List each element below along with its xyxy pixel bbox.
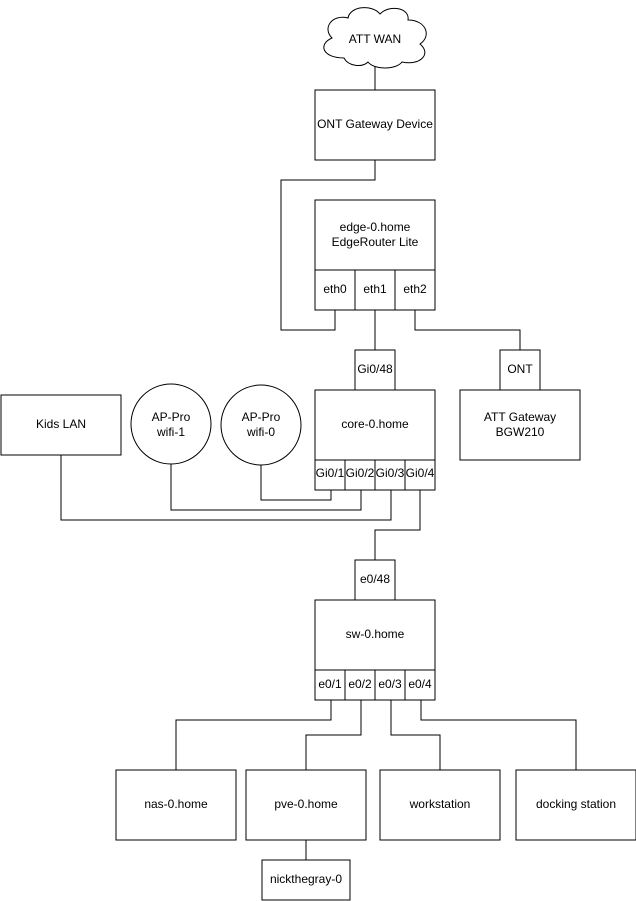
att-gateway-name: ATT Gateway [484,410,556,424]
port-eth2 [394,269,436,311]
nas-host: nas-0.home [115,769,237,841]
link-gi01-wifi0 [260,465,332,501]
port-gi0-3-label: Gi0/3 [376,466,405,480]
edge-router-hostname: edge-0.home [340,220,411,234]
ap-pro-wifi-1: AP-Pro wifi-1 [130,383,212,465]
att-gateway: ONT ATT Gateway BGW210 [459,349,581,461]
att-gateway-model: BGW210 [496,425,545,439]
docking-station-host: docking station [515,769,636,841]
ap-wifi-0-model: AP-Pro [242,410,281,424]
pve-host: pve-0.home [245,769,367,841]
link-gi03-kidslan [60,455,392,521]
cloud-att-wan: ATT WAN [323,7,427,69]
link-e01-nas [175,700,332,770]
port-gi0-2-label: Gi0/2 [346,466,375,480]
core-switch-label: core-0.home [341,417,409,431]
pve-host-label: pve-0.home [274,797,338,811]
port-e0-4 [404,669,436,701]
port-eth0-label: eth0 [323,282,347,296]
port-e0-3-label: e0/3 [378,677,402,691]
port-gi0-1 [314,459,346,491]
port-e0-4-label: e0/4 [408,677,432,691]
nickthegray-vm-label: nickthegray-0 [270,872,342,886]
link-gi04-e048 [374,490,421,560]
ap-wifi-1-model: AP-Pro [152,410,191,424]
port-eth2-label: eth2 [403,282,427,296]
ap-wifi-0-ssid: wifi-0 [246,425,275,439]
connectors [60,66,577,860]
kids-lan-label: Kids LAN [36,417,86,431]
port-gi0-4 [404,459,436,491]
nas-host-label: nas-0.home [144,797,208,811]
port-ont-label: ONT [507,362,533,376]
access-switch: e0/48 sw-0.home e0/1 e0/2 e0/3 e0/4 [314,559,436,701]
link-ont-eth0 [280,160,376,331]
port-gi0-1-label: Gi0/1 [316,466,345,480]
port-gi0-48-label: Gi0/48 [357,362,393,376]
port-eth1 [354,269,396,311]
access-switch-label: sw-0.home [346,627,405,641]
port-e0-1-label: e0/1 [318,677,342,691]
link-e02-pve [305,700,362,770]
link-eth2-att [414,310,521,350]
kids-lan: Kids LAN [0,394,122,456]
link-e04-docking [420,700,577,770]
core-switch: Gi0/48 core-0.home Gi0/1 Gi0/2 Gi0/3 Gi0… [314,349,436,491]
port-e0-48-label: e0/48 [360,572,390,586]
ont-gateway-device: ONT Gateway Device [314,89,436,161]
ap-wifi-1-ssid: wifi-1 [156,425,185,439]
link-gi02-wifi1 [170,464,362,511]
edge-router: edge-0.home EdgeRouter Lite eth0 eth1 et… [314,199,436,311]
link-e03-workstation [390,700,441,770]
cloud-label: ATT WAN [349,32,401,46]
port-gi0-48 [354,349,396,391]
ont-gateway-label: ONT Gateway Device [317,117,433,131]
port-eth1-label: eth1 [363,282,387,296]
port-gi0-4-label: Gi0/4 [406,466,435,480]
ap-pro-wifi-0: AP-Pro wifi-0 [220,384,302,466]
port-e0-2-label: e0/2 [348,677,372,691]
port-e0-48 [354,559,396,601]
port-gi0-2 [344,459,376,491]
docking-station-label: docking station [536,797,616,811]
nickthegray-vm: nickthegray-0 [261,859,351,901]
workstation-host: workstation [379,769,501,841]
port-eth0 [314,269,356,311]
edge-router-model: EdgeRouter Lite [332,235,419,249]
workstation-host-label: workstation [409,797,471,811]
